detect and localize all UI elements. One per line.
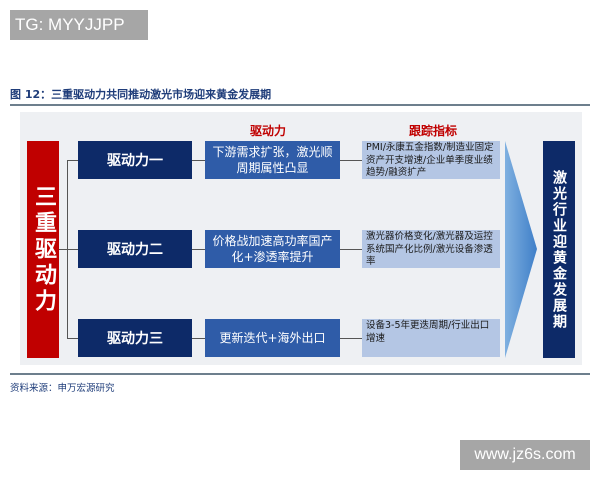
header-driver: 驱动力 [250,124,287,138]
driver-box-2: 驱动力二 [78,230,192,268]
connector [340,338,362,339]
source-note: 资料来源：申万宏源研究 [10,383,115,394]
connector [340,160,362,161]
driver-box-3: 驱动力三 [78,319,192,357]
driver-box-1: 驱动力一 [78,141,192,179]
connector [59,249,67,250]
connector [192,160,205,161]
description-box-2: 价格战加速高功率国产化+渗透率提升 [205,230,340,268]
figure-title: 图 12：三重驱动力共同推动激光市场迎来黄金发展期 [10,88,272,101]
connector [67,338,78,339]
header-indicator: 跟踪指标 [409,124,458,138]
three-drivers-label: 三重驱动力 [27,141,59,358]
bottom-rule [10,373,590,375]
watermark-bottom: www.jz6s.com [460,440,590,470]
connector [67,160,78,161]
description-box-1: 下游需求扩张，激光顺周期属性凸显 [205,141,340,179]
title-rule [10,104,590,106]
indicator-box-1: PMI/永康五金指数/制造业固定资产开支增速/企业单季度业绩趋势/融资扩产 [362,141,500,179]
indicator-box-2: 激光器价格变化/激光器及运控系统国产化比例/激光设备渗透率 [362,230,500,268]
connector [67,249,78,250]
watermark-top: TG: MYYJJPP [10,10,148,40]
connector [192,249,205,250]
description-box-3: 更新迭代+海外出口 [205,319,340,357]
connector [340,249,362,250]
indicator-box-3: 设备3-5年更迭周期/行业出口增速 [362,319,500,357]
arrow-icon [505,141,537,358]
conclusion-box: 激光行业迎黄金发展期 [543,141,575,358]
connector [192,338,205,339]
